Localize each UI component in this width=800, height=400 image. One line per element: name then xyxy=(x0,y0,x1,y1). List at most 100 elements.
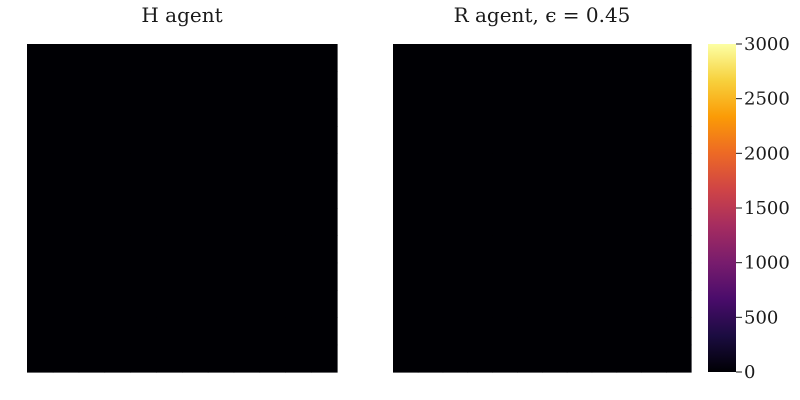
heatmap-cell xyxy=(259,317,286,346)
heatmap-cell xyxy=(130,153,157,182)
heatmap-cell xyxy=(591,208,618,236)
heatmap-cell xyxy=(542,290,568,318)
heatmap-cell xyxy=(641,344,667,373)
panel-title: R agent, ϵ = 0.45 xyxy=(454,3,631,27)
heatmap-cell xyxy=(233,290,261,318)
heatmap-cell xyxy=(130,208,157,236)
heatmap-cell xyxy=(285,180,312,209)
heatmap-cell xyxy=(393,262,419,291)
heatmap-cell xyxy=(104,126,131,154)
heatmap-cell xyxy=(104,262,131,291)
heatmap-cell xyxy=(616,208,642,236)
heatmap-cell xyxy=(566,208,593,236)
heatmap-cell xyxy=(207,317,235,346)
heatmap-cell xyxy=(467,98,493,127)
heatmap-cell xyxy=(591,262,618,291)
heatmap-cell xyxy=(52,126,80,154)
heatmap-cell xyxy=(641,208,667,236)
colorbar-tick-label: 500 xyxy=(744,307,778,328)
heatmap-cell xyxy=(207,290,235,318)
heatmap-cell xyxy=(78,180,106,209)
heatmap-cell xyxy=(591,98,618,127)
heatmap-cell xyxy=(285,235,312,264)
heatmap-cell xyxy=(566,153,593,182)
heatmap-cell xyxy=(104,180,131,209)
heatmap-cell xyxy=(417,180,444,209)
heatmap-cell xyxy=(492,71,518,100)
heatmap-cell xyxy=(616,126,642,154)
heatmap-cell xyxy=(285,344,312,373)
heatmap-cell xyxy=(417,44,444,72)
heatmap-cell xyxy=(285,290,312,318)
heatmap-panel-h-agent: H agent xyxy=(27,3,338,373)
heatmap-cell xyxy=(259,235,286,264)
heatmap-cell xyxy=(78,71,106,100)
heatmap-cell xyxy=(104,235,131,264)
heatmap-cell xyxy=(259,208,286,236)
heatmap-cell xyxy=(641,290,667,318)
heatmap-cell xyxy=(467,153,493,182)
heatmap-cell xyxy=(393,98,419,127)
heatmap-cell xyxy=(104,317,131,346)
heatmap-cell xyxy=(311,98,338,127)
heatmap-cell xyxy=(492,208,518,236)
heatmap-cell xyxy=(417,153,444,182)
heatmap-cell xyxy=(27,344,54,373)
heatmap-cell xyxy=(517,44,543,72)
heatmap-cell xyxy=(52,235,80,264)
colorbar-tick-label: 3000 xyxy=(744,34,790,55)
heatmap-cell xyxy=(156,208,183,236)
heatmap-cell xyxy=(130,317,157,346)
heatmap-cell xyxy=(492,126,518,154)
heatmap-cell xyxy=(182,235,209,264)
heatmap-cell xyxy=(233,235,261,264)
heatmap-cell xyxy=(233,344,261,373)
heatmap-cell xyxy=(517,317,543,346)
heatmap-cell xyxy=(417,98,444,127)
heatmap-cell xyxy=(641,98,667,127)
heatmap-cell xyxy=(130,98,157,127)
heatmap-cell xyxy=(467,71,493,100)
heatmap-cell xyxy=(311,180,338,209)
heatmap-cell xyxy=(492,344,518,373)
heatmap-cell xyxy=(233,98,261,127)
heatmap-cell xyxy=(104,71,131,100)
heatmap-cell xyxy=(517,208,543,236)
heatmap-cell xyxy=(492,44,518,72)
heatmap-cell xyxy=(393,153,419,182)
heatmap-cell xyxy=(311,344,338,373)
heatmap-cell xyxy=(104,290,131,318)
heatmap-cell xyxy=(233,71,261,100)
heatmap-cell xyxy=(517,98,543,127)
heatmap-cell xyxy=(156,180,183,209)
heatmap-cell xyxy=(52,262,80,291)
colorbar-tick-label: 2500 xyxy=(744,89,790,110)
heatmap-cell xyxy=(104,153,131,182)
heatmap-cell xyxy=(259,98,286,127)
heatmap-cell xyxy=(78,290,106,318)
heatmap-cell xyxy=(130,262,157,291)
heatmap-cell xyxy=(641,153,667,182)
heatmap-cell xyxy=(492,153,518,182)
heatmap-cell xyxy=(417,290,444,318)
heatmap-cell xyxy=(259,180,286,209)
heatmap-cell xyxy=(591,126,618,154)
heatmap-cell xyxy=(207,44,235,72)
heatmap-cell xyxy=(442,71,469,100)
heatmap-cell xyxy=(542,126,568,154)
heatmap-cell xyxy=(27,180,54,209)
heatmap-cell xyxy=(616,153,642,182)
heatmap-cell xyxy=(78,126,106,154)
heatmap-cell xyxy=(566,71,593,100)
heatmap-cell xyxy=(27,44,54,72)
heatmap-cell xyxy=(311,235,338,264)
heatmap-cell xyxy=(641,44,667,72)
heatmap-cell xyxy=(311,126,338,154)
heatmap-cell xyxy=(52,44,80,72)
heatmap-cell xyxy=(666,44,692,72)
heatmap-cell xyxy=(78,98,106,127)
heatmap-panel-r-agent: R agent, ϵ = 0.45 xyxy=(393,3,692,373)
heatmap-cell xyxy=(285,317,312,346)
heatmap-cell xyxy=(259,290,286,318)
